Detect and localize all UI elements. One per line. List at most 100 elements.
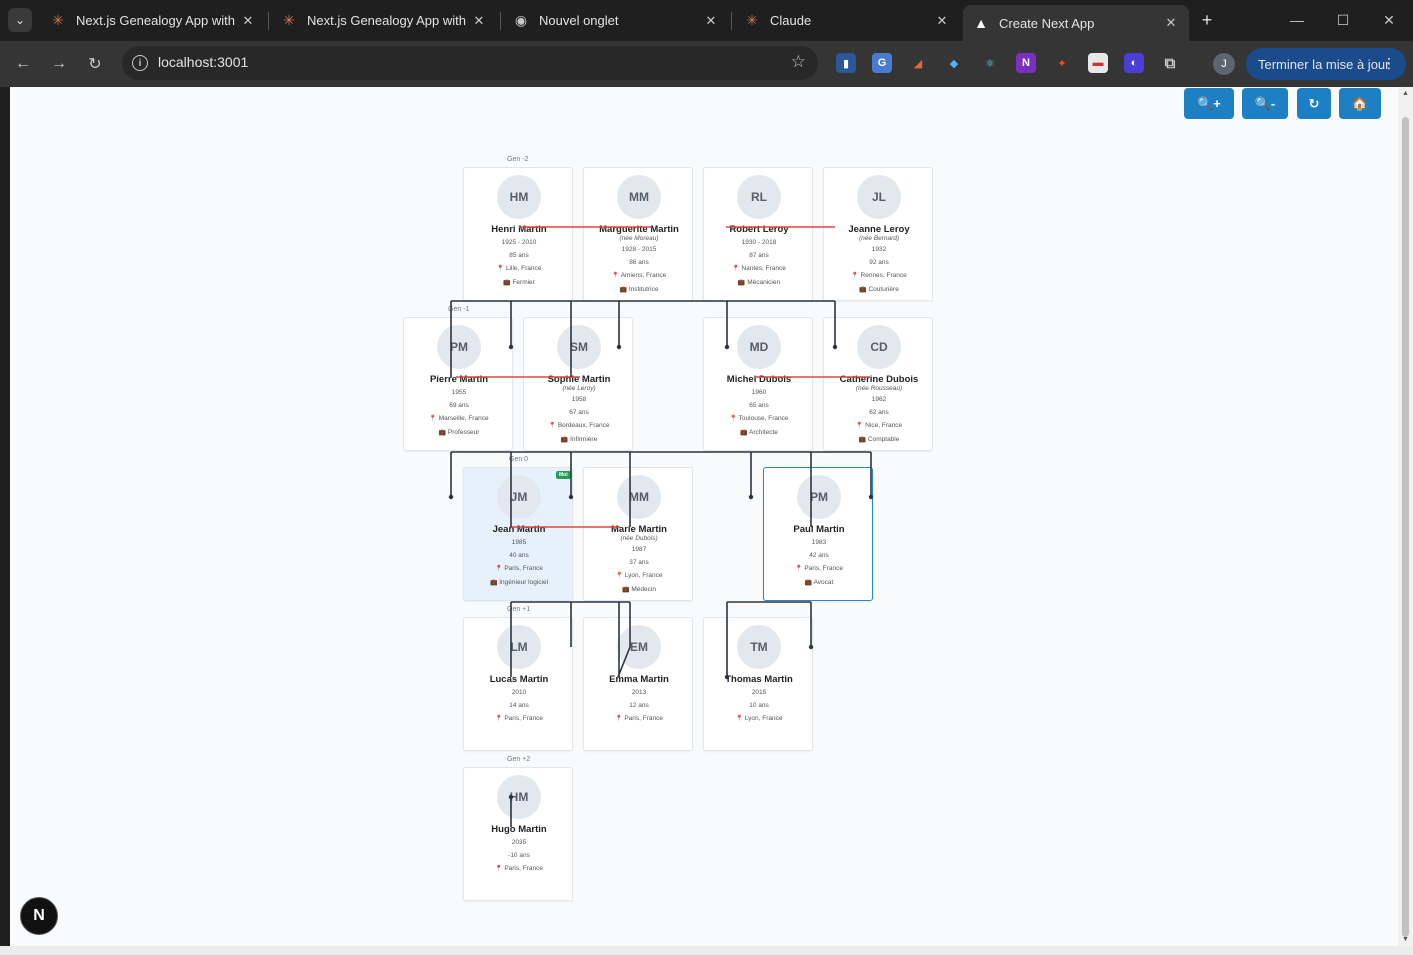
- family-links: [448, 226, 874, 827]
- extension-icon[interactable]: ◢: [908, 53, 928, 73]
- onenote-extension-icon[interactable]: N: [1016, 53, 1036, 73]
- zoom-out-button[interactable]: 🔍-: [1242, 88, 1288, 119]
- person-age: 65 ans: [749, 402, 769, 409]
- tab-3[interactable]: ◉ Nouvel onglet ✕: [503, 5, 729, 36]
- maximize-icon[interactable]: ☐: [1336, 11, 1350, 28]
- parent-link: [450, 300, 836, 377]
- person-job-text: Architecte: [749, 429, 778, 436]
- close-icon[interactable]: ✕: [705, 12, 717, 28]
- new-tab-icon[interactable]: +: [1201, 9, 1213, 30]
- person-job: 💼 Architecte: [704, 429, 814, 436]
- person-years: 1987: [631, 546, 647, 553]
- link-dot: [508, 794, 514, 800]
- person-age: 67 ans: [569, 409, 589, 416]
- link-dot: [616, 344, 622, 350]
- person-avatar: MM: [617, 475, 661, 519]
- briefcase-icon: 💼: [489, 580, 498, 586]
- location-pin-icon: 📍: [795, 566, 803, 572]
- person-place-text: Paris, France: [624, 715, 663, 722]
- tab-2[interactable]: ✳ Next.js Genealogy App with Au ✕: [271, 5, 497, 36]
- person-place: 📍 Nantes, France: [704, 265, 814, 272]
- profile-avatar[interactable]: J: [1213, 53, 1235, 75]
- person-name: Michel Dubois: [726, 374, 792, 385]
- zoom-in-button[interactable]: 🔍+: [1184, 88, 1234, 119]
- person-maiden-name: (née Bernard): [858, 235, 900, 242]
- person-place-text: Lille, France: [505, 265, 542, 272]
- page-scrollbar[interactable]: ▲ ▼: [1398, 87, 1413, 946]
- location-pin-icon: 📍: [496, 266, 505, 272]
- person-name: Henri Martin: [491, 224, 547, 235]
- close-icon[interactable]: ✕: [936, 12, 948, 28]
- person-job: 💼 Institutrice: [584, 286, 694, 293]
- person-avatar: HM: [497, 175, 541, 219]
- person-job-text: Infirmière: [570, 436, 598, 443]
- chrome-icon: ◉: [514, 12, 528, 28]
- extension-icon[interactable]: ◐: [1124, 53, 1144, 73]
- person-job-text: Professeur: [447, 429, 480, 436]
- menu-dots-icon[interactable]: ⋮: [1382, 55, 1396, 71]
- person-name: Pierre Martin: [429, 374, 489, 385]
- update-button[interactable]: Terminer la mise à jour ⋮: [1246, 48, 1406, 80]
- gem-extension-icon[interactable]: ◆: [944, 53, 964, 73]
- close-icon[interactable]: ✕: [473, 12, 485, 28]
- site-info-icon[interactable]: i: [132, 55, 148, 71]
- back-icon[interactable]: ←: [15, 55, 31, 72]
- nextjs-dev-badge[interactable]: N: [20, 897, 58, 935]
- person-avatar: PM: [437, 325, 481, 369]
- close-icon[interactable]: ✕: [1165, 15, 1177, 30]
- bookmark-star-icon[interactable]: ☆: [790, 52, 806, 71]
- claude-icon: ✳: [283, 12, 295, 28]
- tab-5-active[interactable]: ▲ Create Next App ✕: [963, 5, 1189, 41]
- home-button[interactable]: 🏠: [1339, 88, 1381, 119]
- tab-search-icon[interactable]: ⌄: [8, 8, 32, 32]
- nextjs-icon: ▲: [974, 15, 988, 31]
- extension-icon[interactable]: ▬: [1088, 53, 1108, 73]
- person-place-text: Rennes, France: [860, 272, 907, 279]
- person-avatar: RL: [737, 175, 781, 219]
- figma-extension-icon[interactable]: ✦: [1052, 53, 1072, 73]
- reset-view-button[interactable]: ↻: [1297, 88, 1331, 119]
- extensions-puzzle-icon[interactable]: ⧉: [1160, 53, 1180, 73]
- person-job-text: Couturière: [868, 286, 899, 293]
- link-dot: [832, 344, 838, 350]
- close-icon[interactable]: ✕: [242, 12, 254, 28]
- reload-icon[interactable]: ↻: [88, 56, 102, 73]
- person-job: 💼 Médecin: [584, 586, 694, 593]
- address-bar[interactable]: i localhost:3001 ☆: [122, 46, 818, 80]
- forward-icon[interactable]: →: [51, 55, 67, 72]
- minimize-icon[interactable]: —: [1290, 12, 1304, 28]
- location-pin-icon: 📍: [615, 573, 623, 579]
- person-place-text: Paris, France: [504, 715, 543, 722]
- person-maiden-name: (née Moreau): [619, 235, 659, 242]
- react-devtools-icon[interactable]: ⚛: [980, 53, 1000, 73]
- person-age: 87 ans: [749, 252, 769, 259]
- close-window-icon[interactable]: ✕: [1383, 11, 1395, 28]
- tab-title: Next.js Genealogy App with Au: [76, 13, 238, 28]
- translate-extension-icon[interactable]: G: [872, 53, 892, 73]
- person-avatar: TM: [737, 625, 781, 669]
- generation-label: Gen -1: [448, 306, 470, 313]
- generation-label: Gen -2: [507, 156, 529, 163]
- genealogy-canvas[interactable]: 🔍+ 🔍- ↻ 🏠 Gen -2 Gen -1 Gen 0 Gen +1 Gen…: [10, 87, 1398, 946]
- extension-icon[interactable]: ▮: [836, 53, 856, 73]
- person-job-text: Comptable: [867, 436, 900, 443]
- person-avatar: MM: [617, 175, 661, 219]
- person-name: Sophie Martin: [547, 374, 611, 385]
- tab-4[interactable]: ✳ Claude ✕: [734, 5, 960, 36]
- scrollbar-thumb[interactable]: [1402, 117, 1409, 937]
- tab-1[interactable]: ✳ Next.js Genealogy App with Au ✕: [40, 5, 266, 36]
